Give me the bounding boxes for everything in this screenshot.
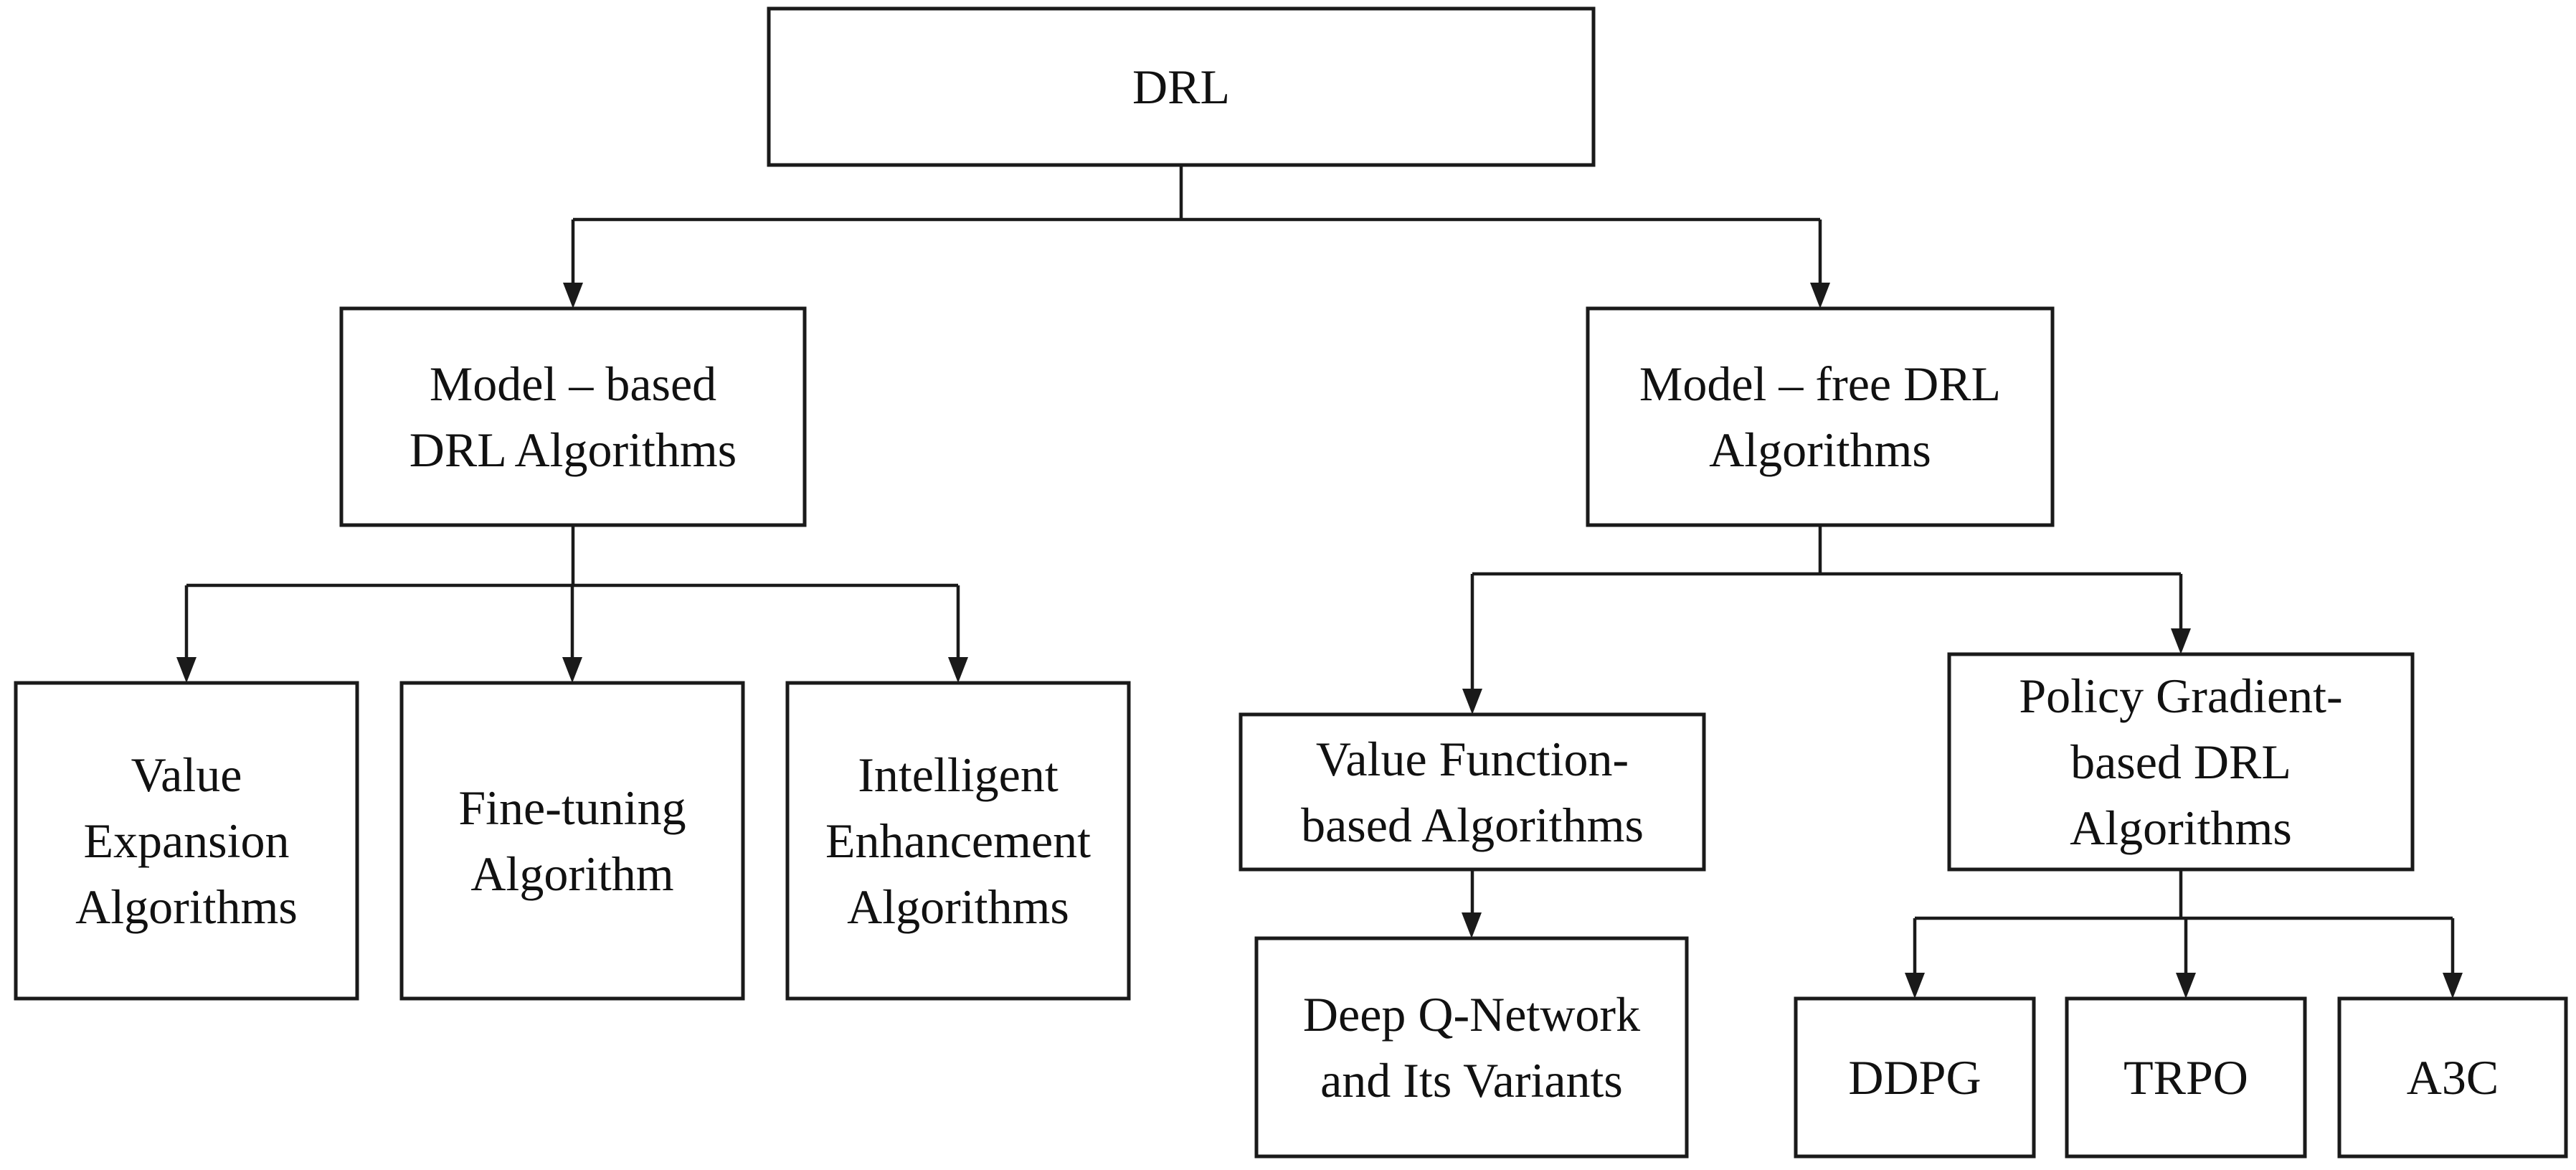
value-expansion-label-line: Expansion bbox=[83, 813, 289, 868]
model-free-box bbox=[1586, 306, 2055, 527]
policy-gradient-box bbox=[1947, 652, 2415, 872]
a3c-node: A3C bbox=[2337, 996, 2568, 1159]
value-expansion-label-line: Value bbox=[131, 747, 242, 802]
intelligent-enhancement-label-line: Enhancement bbox=[825, 813, 1091, 868]
value-function-arrowhead bbox=[1462, 689, 1482, 714]
drl-node: DRL bbox=[767, 6, 1596, 167]
dqn-arrowhead bbox=[1462, 912, 1482, 938]
ddpg-label-line: DDPG bbox=[1848, 1050, 1981, 1105]
dqn-node: Deep Q-Network and Its Variants bbox=[1254, 936, 1689, 1159]
fine-tuning-label-line: Algorithm bbox=[470, 846, 673, 901]
model-free-label-line: Algorithms bbox=[1709, 423, 1931, 477]
a3c-arrowhead bbox=[2443, 973, 2463, 999]
drl-box bbox=[767, 6, 1596, 167]
trpo-node: TRPO bbox=[2065, 996, 2307, 1159]
value-expansion-box bbox=[14, 681, 359, 1001]
policy-gradient-node: Policy Gradient-based DRL Algorithms bbox=[1947, 652, 2415, 872]
dqn-label-line: Deep Q-Network bbox=[1303, 987, 1640, 1042]
ddpg-arrowhead bbox=[1905, 973, 1925, 999]
fine-tuning-box bbox=[399, 681, 745, 1001]
trpo-box bbox=[2065, 996, 2307, 1159]
value-expansion-label-line: Algorithms bbox=[75, 879, 298, 934]
value-function-node: Value Function-based Algorithms bbox=[1239, 712, 1706, 872]
policy-gradient-arrowhead bbox=[2171, 628, 2191, 654]
model-based-label-line: Model – based bbox=[430, 357, 716, 411]
drl-label-line: DRL bbox=[1132, 60, 1230, 114]
model-free-arrowhead bbox=[1810, 283, 1830, 308]
intelligent-enhancement-label-line: Intelligent bbox=[858, 747, 1059, 802]
policy-gradient-label-line: Algorithms bbox=[2070, 801, 2292, 855]
model-based-label-line: DRL Algorithms bbox=[409, 423, 737, 477]
fine-tuning-arrowhead bbox=[562, 657, 582, 683]
intelligent-enhancement-arrowhead bbox=[948, 657, 968, 683]
policy-gradient-label-line: Policy Gradient- bbox=[2019, 669, 2342, 723]
dqn-label-line: and Its Variants bbox=[1320, 1053, 1623, 1108]
value-function-label-line: Value Function- bbox=[1316, 732, 1629, 786]
model-based-box bbox=[339, 306, 807, 527]
model-free-node: Model – free DRL Algorithms bbox=[1586, 306, 2055, 527]
intelligent-enhancement-box bbox=[785, 681, 1131, 1001]
dqn-box bbox=[1254, 936, 1689, 1159]
policy-gradient-label-line: based DRL bbox=[2070, 735, 2291, 789]
value-expansion-arrowhead bbox=[176, 657, 196, 683]
ddpg-box bbox=[1794, 996, 2036, 1159]
intelligent-enhancement-label-line: Algorithms bbox=[847, 879, 1069, 934]
connector-layer bbox=[176, 165, 2463, 999]
trpo-label-line: TRPO bbox=[2123, 1050, 2248, 1105]
value-function-label-line: based Algorithms bbox=[1301, 798, 1644, 852]
value-function-box bbox=[1239, 712, 1706, 872]
trpo-arrowhead bbox=[2176, 973, 2196, 999]
model-based-arrowhead bbox=[563, 283, 583, 308]
fine-tuning-label-line: Fine-tuning bbox=[458, 780, 686, 835]
a3c-label-line: A3C bbox=[2407, 1050, 2499, 1105]
model-free-label-line: Model – free DRL bbox=[1639, 357, 2001, 411]
a3c-box bbox=[2337, 996, 2568, 1159]
ddpg-node: DDPG bbox=[1794, 996, 2036, 1159]
